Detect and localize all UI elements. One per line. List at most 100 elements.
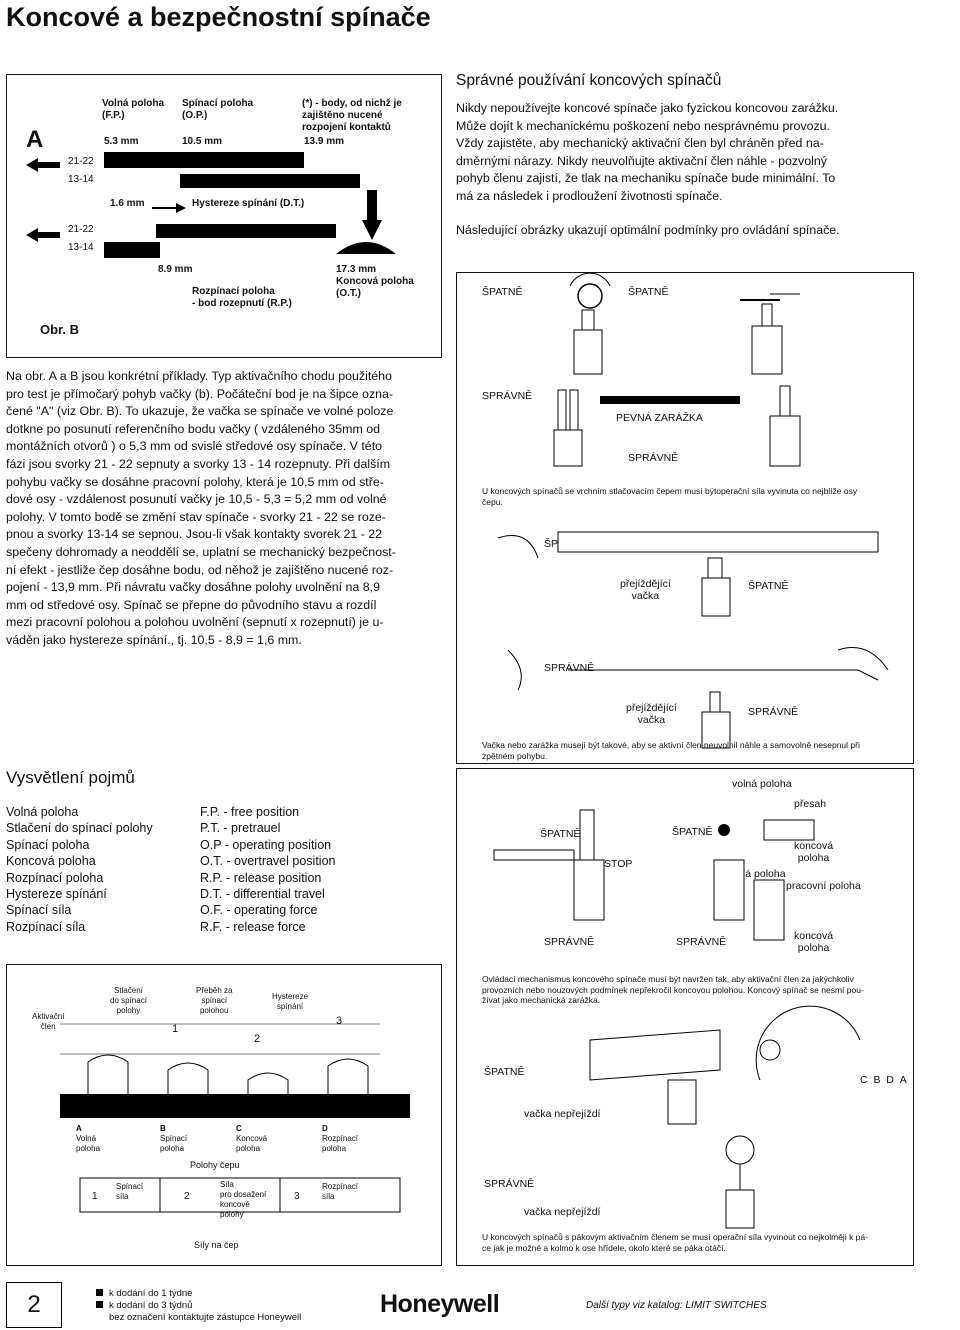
glossary-title: Vysvětlení pojmů	[6, 768, 135, 787]
fixed-stop-label: PEVNÁ ZARÁŽKA	[616, 412, 703, 424]
row-21-22: 21-22	[68, 156, 94, 167]
correct-label-2: SPRÁVNĚ	[628, 452, 679, 464]
force-2: 2	[184, 1191, 190, 1202]
step-1: 1	[172, 1023, 179, 1035]
right-arrow-icon	[152, 200, 186, 218]
plunger-shapes	[60, 1014, 380, 1099]
mm-13-9: 13.9 mm	[304, 136, 345, 147]
switch-icon-2	[740, 290, 810, 385]
wrong-label-6: ŠPATNĚ	[672, 826, 713, 838]
cam-track-2	[498, 640, 898, 755]
free-position-label: Volná poloha(F.P.)	[102, 98, 165, 121]
note-mechanism-design: Ovládací mechanismus koncového spínače m…	[482, 974, 864, 1005]
correct-label-6: SPRÁVNĚ	[676, 936, 727, 948]
left-arrow-icon-2	[26, 228, 60, 247]
cam-positions: C B D A	[860, 1074, 907, 1086]
switch-icon-1	[560, 272, 630, 385]
correct-label-5: SPRÁVNĚ	[544, 936, 595, 948]
correct-label-3: SPRÁVNĚ	[544, 662, 595, 674]
row-13-14: 13-14	[68, 174, 94, 185]
correct-usage-intro: Nikdy nepoužívejte koncové spínače jako …	[456, 101, 839, 203]
wrong-label-2: ŠPATNĚ	[628, 286, 669, 298]
free-position-r: volná poloha	[732, 778, 792, 790]
page-title: Koncové a bezpečnostní spínače	[6, 2, 431, 32]
brand-logo: Honeywell	[380, 1290, 500, 1318]
lever-switches-row	[484, 790, 884, 975]
force-3: 3	[294, 1191, 300, 1202]
illustration-box-1	[456, 272, 914, 764]
square-icon-2	[96, 1301, 103, 1308]
step-3: 3	[336, 1015, 343, 1027]
diagram-letter-a: A	[26, 126, 44, 153]
wrong-label-1: ŠPATNĚ	[482, 286, 523, 298]
contact-bar-13-14	[180, 174, 360, 188]
wrong-label-5: ŠPATNĚ	[540, 828, 581, 840]
cam-not-overrun-1: vačka nepřejíždí	[524, 1108, 601, 1120]
release-position-label: Rozpínací poloha- bod rozepnutí (R.P.)	[192, 286, 292, 309]
plunger-diagram-frame	[6, 964, 442, 1266]
correct-label-1: SPRÁVNĚ	[482, 390, 533, 402]
hysteresis-label: Hystereze spínání (D.T.)	[192, 198, 305, 209]
note-plunger-force: U koncových spínačů se vrchním stlačovac…	[482, 486, 858, 507]
note-lever-force: U koncových spínačů s pákovým aktivačním…	[482, 1232, 868, 1253]
contact-bar-21-22	[104, 152, 304, 168]
lever-wheel-diagram	[700, 1005, 900, 1085]
mm-17-3: 17.3 mm	[336, 264, 377, 275]
wrong-label-4: ŠPATNĚ	[748, 580, 789, 592]
cam-shape	[336, 234, 396, 261]
page-number: 2	[27, 1291, 41, 1318]
switch-icon-3	[540, 389, 620, 475]
forces-title: Síly na čep	[194, 1240, 239, 1250]
square-icon	[96, 1289, 103, 1296]
force-1: 1	[92, 1191, 98, 1202]
correct-label-4: SPRÁVNĚ	[748, 706, 799, 718]
down-arrow-icon	[362, 190, 382, 245]
mm-5-3: 5.3 mm	[104, 136, 139, 147]
lever-switch-1	[580, 1020, 740, 1135]
footer-catalog: Další typy viz katalog: LIMIT SWITCHES	[586, 1300, 767, 1311]
row-13-14-b: 13-14	[68, 242, 94, 253]
switch-icon-4	[760, 385, 820, 481]
cam-not-overrun-2: vačka nepřejíždí	[524, 1206, 601, 1218]
correct-usage-title: Správné používání koncových spínačů	[456, 72, 722, 89]
travel-diagram-frame	[6, 74, 442, 358]
note-cam-design: Vačka nebo zarážka musejí být takové, ab…	[482, 740, 860, 761]
plunger-bases	[60, 1094, 410, 1118]
overtravel-r: přesah	[794, 798, 827, 810]
stop-label: STOP	[604, 858, 633, 870]
correct-usage-intro2: Následující obrázky ukazují optimální po…	[456, 223, 840, 237]
overtravel-label: Koncová poloha(O.T.)	[336, 276, 414, 299]
mm-8-9: 8.9 mm	[158, 264, 193, 275]
lever-switch-2	[680, 1120, 800, 1235]
plunger-positions-title: Polohy čepu	[190, 1160, 240, 1170]
mm-1-6: 1.6 mm	[110, 198, 145, 209]
wrong-label-7: ŠPATNĚ	[484, 1066, 525, 1078]
operating-position-label: Spínací poloha(O.P.)	[182, 98, 254, 121]
explanation-paragraph: Na obr. A a B jsou konkrétní příklady. T…	[6, 369, 396, 647]
contact-bar-b1	[156, 224, 336, 238]
correct-label-7: SPRÁVNĚ	[484, 1178, 535, 1190]
page-number-box: 2	[6, 1282, 62, 1328]
fixed-stop-plate	[600, 396, 740, 404]
cam-track-1	[497, 528, 898, 623]
left-arrow-icon	[26, 158, 60, 177]
working-position-r: pracovní poloha	[786, 880, 861, 892]
row-21-22-b: 21-22	[68, 224, 94, 235]
